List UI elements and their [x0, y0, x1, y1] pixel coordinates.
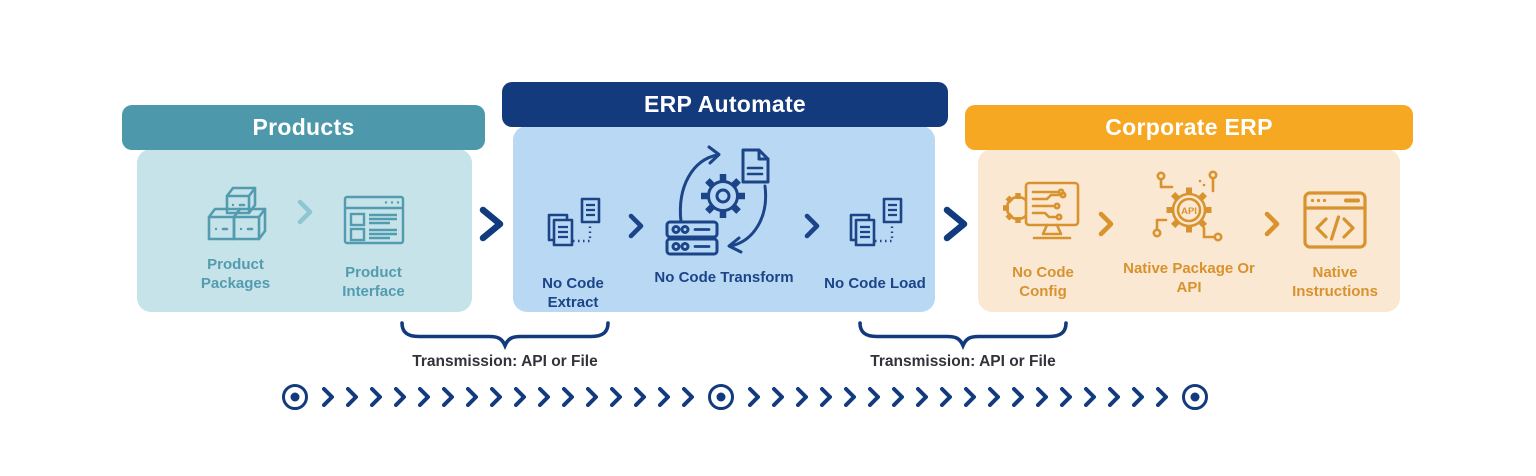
- flow-chevron-icon: [682, 387, 694, 407]
- flow-chevron-icon: [370, 387, 382, 407]
- corporate-erp-section-body: No Code Config: [978, 149, 1400, 312]
- flow-chevron-icon: [916, 387, 928, 407]
- brace-bracket: [400, 321, 610, 350]
- flow-chevron-icon: [466, 387, 478, 407]
- flow-chevron-icon: [892, 387, 904, 407]
- document-transfer-icon: [542, 140, 604, 258]
- item-label: Native Package Or API: [1123, 260, 1255, 296]
- flow-chevron-icon: [844, 387, 856, 407]
- no-code-extract-item: No Code Extract: [518, 140, 628, 312]
- flow-chevron-icon: [1060, 387, 1072, 407]
- code-window-icon: [1303, 163, 1367, 249]
- product-interface-item: Product Interface: [319, 179, 429, 301]
- native-instructions-item: Native Instructions: [1280, 163, 1390, 301]
- flow-chevron-icon: [346, 387, 358, 407]
- flow-arrow-line: [280, 382, 1220, 412]
- flow-chevron-icon: [796, 387, 808, 407]
- flow-chevron-icon: [1012, 387, 1024, 407]
- api-gear-icon: API: [1147, 163, 1231, 249]
- flow-chevron-icon: [940, 387, 952, 407]
- erp-automate-section-body: No Code Extract: [513, 126, 935, 312]
- chevron-right-icon: [804, 213, 820, 239]
- erp-automate-items-row: No Code Extract: [513, 140, 935, 312]
- flow-chevron-icon: [1084, 387, 1096, 407]
- flow-chevron-icon: [562, 387, 574, 407]
- chevron-right-icon: [1098, 211, 1114, 237]
- flow-chevron-icon: [1132, 387, 1144, 407]
- flow-chevron-icon: [610, 387, 622, 407]
- products-items-row: Product Packages: [137, 179, 472, 301]
- product-packages-icon: [199, 179, 273, 245]
- flow-chevron-icon: [1108, 387, 1120, 407]
- item-label: Product Interface: [342, 264, 405, 300]
- flow-chevron-icon: [964, 387, 976, 407]
- config-monitor-icon: [1000, 163, 1086, 249]
- flow-chevron-icon: [490, 387, 502, 407]
- circle-dot-icon: [708, 384, 734, 410]
- chevron-right-icon: [943, 206, 968, 242]
- products-section-body: Product Packages: [137, 149, 472, 312]
- flow-chevron-icon: [394, 387, 406, 407]
- circle-dot-icon: [282, 384, 308, 410]
- products-section-header: Products: [122, 105, 485, 150]
- transmission-label-right: Transmission: API or File: [870, 353, 1056, 370]
- no-code-transform-item: No Code Transform: [644, 140, 804, 287]
- flow-chevron-icon: [418, 387, 430, 407]
- flow-chevron-icon: [1036, 387, 1048, 407]
- chevron-right-icon: [628, 213, 644, 239]
- flow-chevron-icon: [868, 387, 880, 407]
- erp-automate-section-header: ERP Automate: [502, 82, 948, 127]
- item-label: Product Packages: [200, 256, 271, 292]
- flow-chevron-icon: [658, 387, 670, 407]
- flow-chevron-icon: [772, 387, 784, 407]
- flow-chevron-icon: [988, 387, 1000, 407]
- native-package-or-api-item: API Native Package Or API: [1114, 163, 1264, 297]
- no-code-config-item: No Code Config: [988, 163, 1098, 301]
- flow-chevron-icon: [820, 387, 832, 407]
- chevron-right-icon: [1264, 211, 1280, 237]
- brace-bracket: [858, 321, 1068, 350]
- flow-chevron-icon: [538, 387, 550, 407]
- document-transfer-icon: [844, 140, 906, 258]
- item-label: Native Instructions: [1292, 264, 1378, 300]
- flow-chevron-icon: [322, 387, 334, 407]
- flow-chevron-icon: [586, 387, 598, 407]
- transmission-label-left: Transmission: API or File: [412, 353, 598, 370]
- product-interface-icon: [343, 179, 405, 245]
- flow-chevron-icon: [514, 387, 526, 407]
- item-label: No Code Transform: [654, 269, 794, 286]
- flow-chevron-icon: [442, 387, 454, 407]
- corporate-erp-section-header: Corporate ERP: [965, 105, 1413, 150]
- no-code-load-item: No Code Load: [820, 140, 930, 293]
- product-packages-item: Product Packages: [181, 179, 291, 293]
- item-label: No Code Load: [824, 275, 926, 292]
- flow-chevron-icon: [1156, 387, 1168, 407]
- data-transform-icon: [661, 140, 787, 258]
- corporate-erp-items-row: No Code Config: [978, 163, 1400, 301]
- flow-chevron-icon: [634, 387, 646, 407]
- chevron-right-icon: [479, 206, 504, 242]
- api-icon-text: API: [1181, 206, 1197, 217]
- circle-dot-icon: [1182, 384, 1208, 410]
- flow-chevron-icon: [748, 387, 760, 407]
- item-label: No Code Extract: [542, 275, 604, 311]
- chevron-right-icon: [297, 199, 313, 225]
- item-label: No Code Config: [1012, 264, 1074, 300]
